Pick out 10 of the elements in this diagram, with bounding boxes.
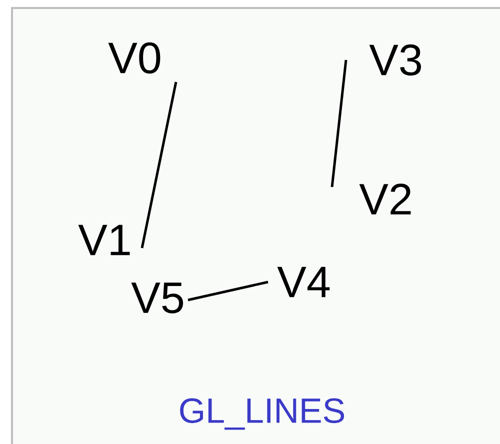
line-segment [140, 82, 178, 248]
vertex-label: V3 [369, 44, 421, 76]
title: GL_LINES [180, 398, 344, 430]
vertex-label: V5 [131, 282, 184, 314]
vertex-label: V4 [277, 266, 330, 298]
vertex-label: V1 [78, 224, 130, 256]
vertex-label: V0 [108, 42, 160, 74]
line-segment [330, 60, 348, 188]
line-segment [188, 280, 268, 302]
vertex-label: V2 [359, 184, 411, 214]
